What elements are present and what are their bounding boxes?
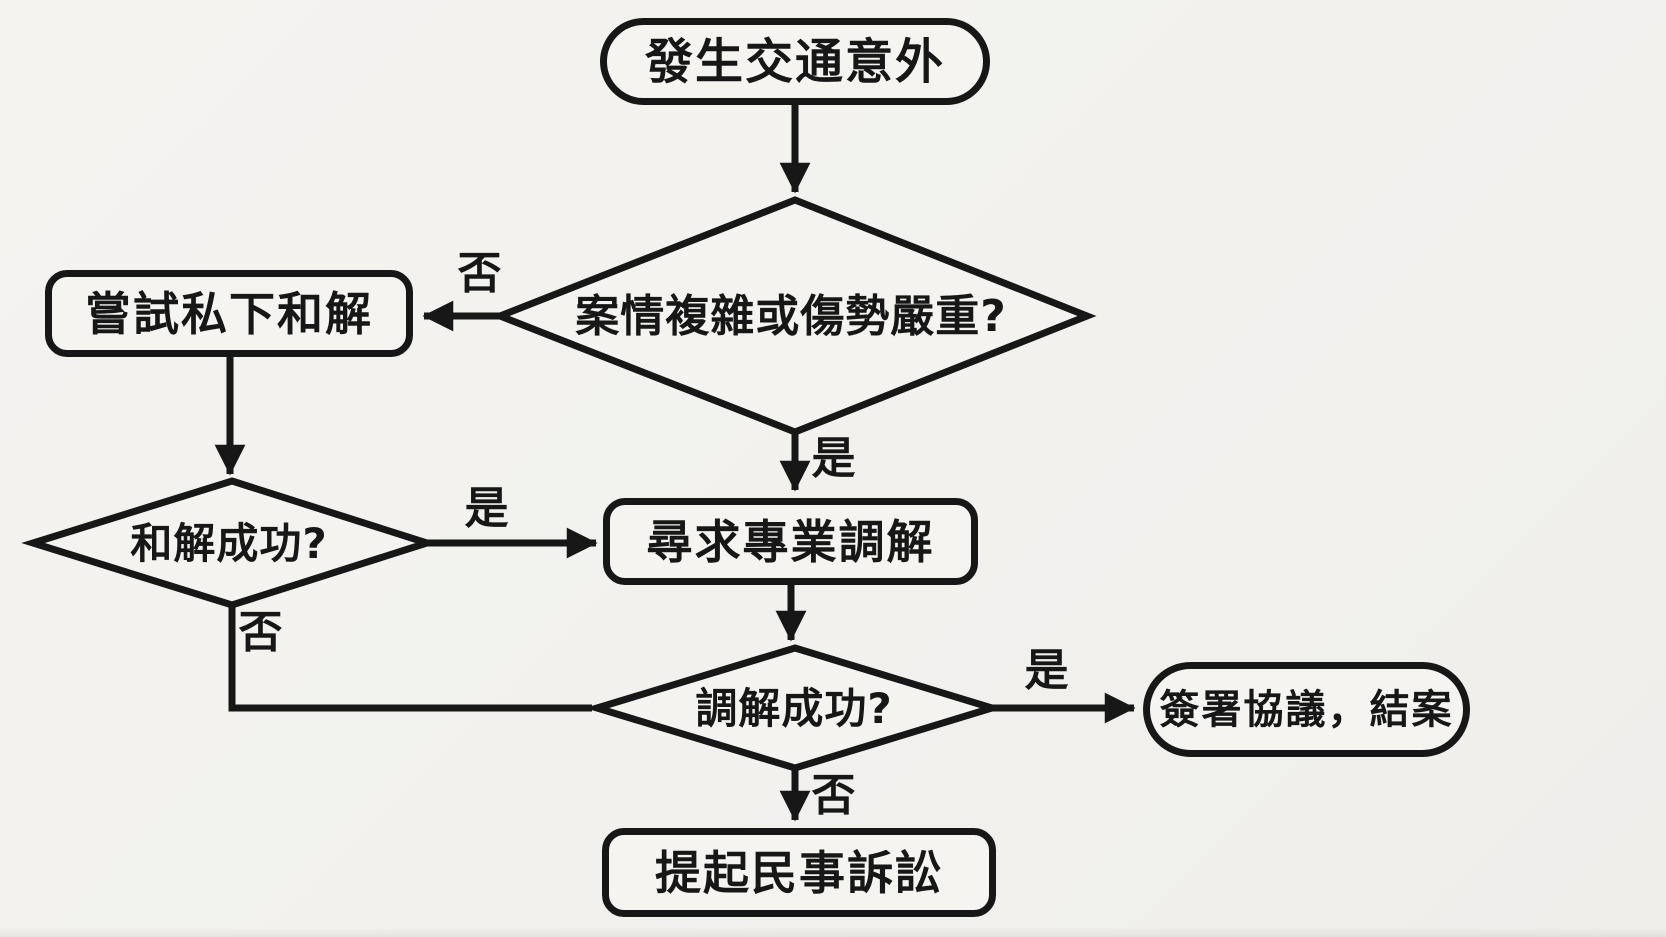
sign-close-node: 簽署協議，結案 bbox=[1143, 662, 1470, 757]
branch-label-settlement-no: 否 bbox=[238, 607, 284, 658]
elbow-settlement-no-to-mediation-decision bbox=[228, 604, 592, 712]
settlement-decision-label: 和解成功? bbox=[130, 519, 328, 568]
start-node-label: 發生交通意外 bbox=[644, 33, 945, 90]
complex-decision-label: 案情複雜或傷勢嚴重? bbox=[575, 291, 1007, 342]
mediation-node: 尋求專業調解 bbox=[603, 498, 978, 585]
complex-decision-diamond bbox=[490, 196, 1097, 436]
mediation-decision-diamond bbox=[584, 644, 1005, 772]
lawsuit-label: 提起民事訴訟 bbox=[655, 845, 943, 900]
branch-label-settlement-yes: 是 bbox=[464, 483, 510, 534]
branch-label-complex-yes: 是 bbox=[811, 433, 857, 484]
private-settlement-node: 嘗試私下和解 bbox=[45, 270, 413, 357]
mediation-decision-label: 調解成功? bbox=[695, 684, 893, 733]
private-settlement-label: 嘗試私下和解 bbox=[85, 286, 373, 341]
start-node: 發生交通意外 bbox=[600, 18, 990, 105]
branch-label-complex-no: 否 bbox=[457, 248, 503, 299]
branch-label-mediation-yes: 是 bbox=[1024, 645, 1070, 696]
branch-label-mediation-no: 否 bbox=[811, 770, 857, 821]
lawsuit-node: 提起民事訴訟 bbox=[602, 828, 996, 917]
sign-close-label: 簽署協議，結案 bbox=[1159, 686, 1454, 733]
mediation-label: 尋求專業調解 bbox=[646, 514, 935, 569]
settlement-decision-diamond bbox=[21, 477, 439, 609]
